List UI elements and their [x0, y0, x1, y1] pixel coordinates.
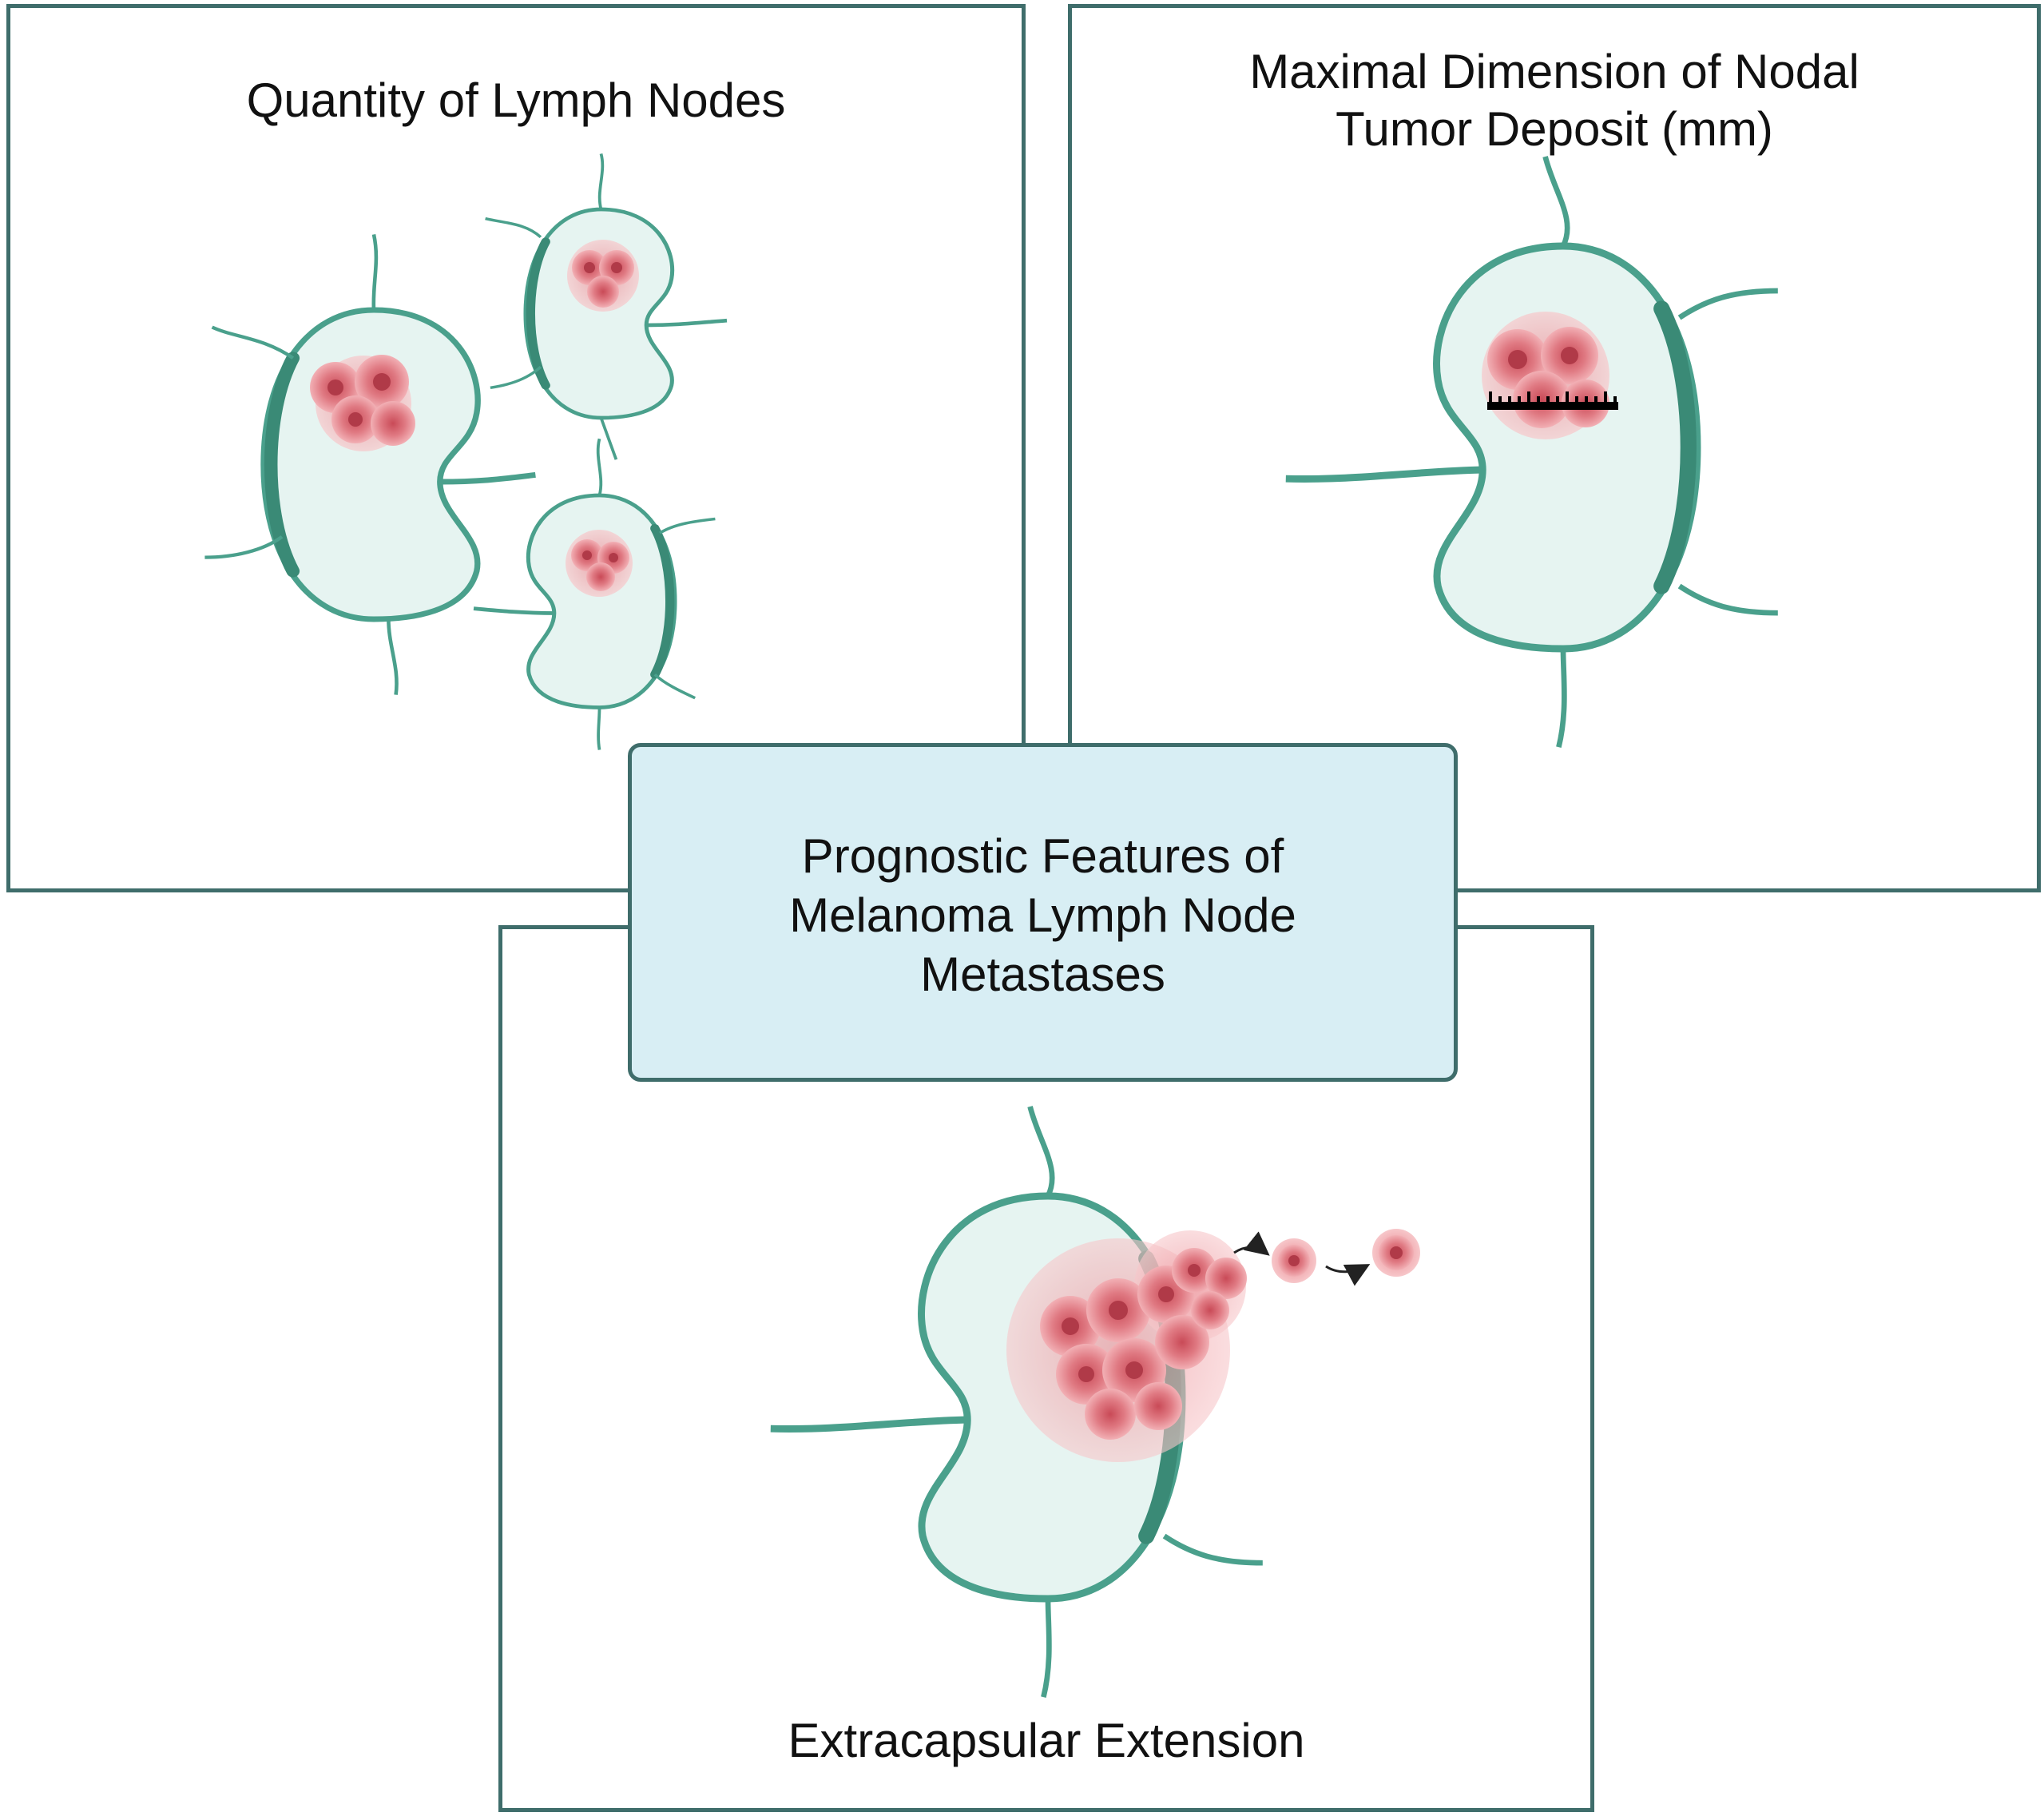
central-title-line3: Metastases: [920, 948, 1165, 1001]
panel-title-quantity: Quantity of Lymph Nodes: [246, 74, 786, 127]
lymph-node-extension-icon: [770, 1106, 1263, 1699]
lymph-node-dimension-icon: [1285, 156, 1778, 749]
central-title: Prognostic Features of Melanoma Lymph No…: [632, 827, 1454, 1004]
escaping-tumor-cell-2: [1372, 1229, 1420, 1277]
lymph-node-top-icon: [485, 153, 728, 460]
panel-title-dimension-line2: Tumor Deposit (mm): [1336, 102, 1773, 156]
lymph-node-bottom-icon: [473, 438, 716, 750]
escaping-tumor-cell-1: [1272, 1238, 1316, 1283]
ruler-icon: [1487, 391, 1618, 410]
tumor-cluster-top: [567, 240, 639, 312]
central-title-line1: Prognostic Features of: [801, 829, 1284, 883]
migration-arrow-2: [1325, 1264, 1371, 1286]
tumor-cluster-bottom: [566, 530, 633, 597]
lymph-node-large-icon: [204, 233, 536, 695]
migration-arrow-1: [1233, 1231, 1270, 1256]
central-title-box: Prognostic Features of Melanoma Lymph No…: [628, 743, 1458, 1082]
central-title-line2: Melanoma Lymph Node: [789, 888, 1296, 942]
panel-title-extension: Extracapsular Extension: [788, 1714, 1305, 1767]
panel-title-dimension-line1: Maximal Dimension of Nodal: [1249, 45, 1859, 98]
tumor-cluster-large: [310, 355, 415, 451]
panel-quantity-of-lymph-nodes: Quantity of Lymph Nodes: [6, 4, 1026, 892]
tumor-cluster-dimension: [1482, 312, 1609, 439]
tumor-cluster-extension: [1006, 1230, 1247, 1462]
